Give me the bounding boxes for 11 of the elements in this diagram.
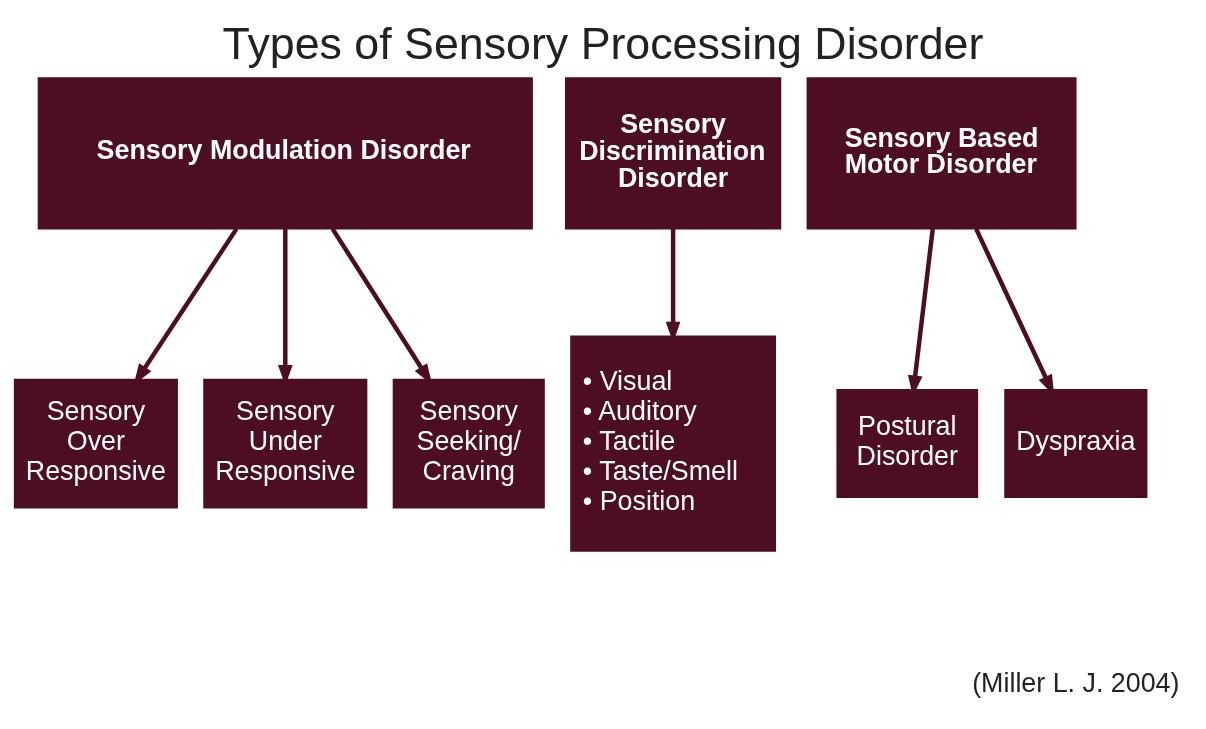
diagram-title: Types of Sensory Processing Disorder	[222, 17, 984, 68]
node-box: Sensory Under Responsive	[203, 378, 368, 509]
label: (Miller L. J. 2004)	[972, 667, 1180, 698]
node-box: Sensory Seeking/ Craving	[392, 378, 545, 509]
node-box: • Visual • Auditory • Tactile • Taste/Smell • Position	[570, 335, 777, 552]
node-box: Sensory Modulation Disorder	[37, 77, 533, 230]
node-box: Sensory Over Responsive	[13, 378, 178, 509]
node-box: Sensory Discrimination Disorder	[564, 77, 782, 230]
node-box: Postural Disorder	[836, 389, 979, 498]
node-box: Sensory Based Motor Disorder	[806, 77, 1077, 230]
node-box: Dyspraxia	[1004, 389, 1148, 498]
